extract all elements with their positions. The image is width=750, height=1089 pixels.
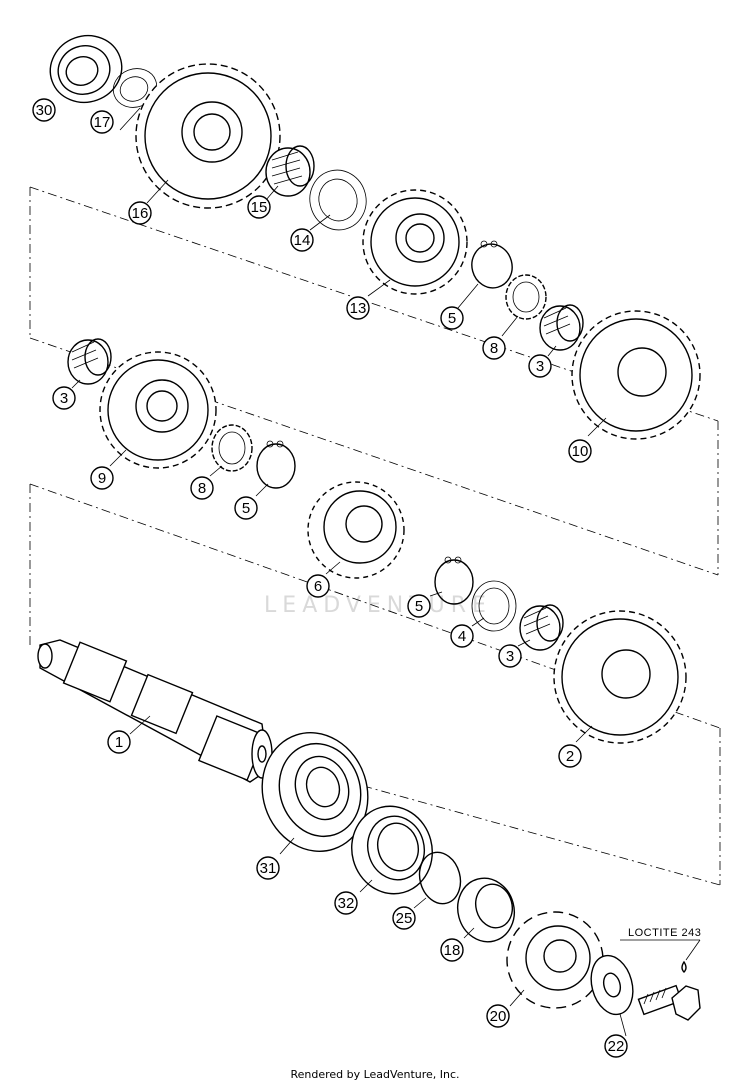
part-washer-17 (112, 68, 158, 108)
callout-13: 13 (346, 296, 370, 320)
part-spacer-18 (457, 877, 515, 943)
svg-text:6: 6 (314, 578, 322, 595)
callout-32: 32 (334, 891, 358, 915)
callout-20: 20 (486, 1004, 510, 1028)
svg-text:25: 25 (396, 910, 413, 927)
svg-text:17: 17 (94, 114, 111, 131)
part-circlip-5c (434, 556, 474, 605)
part-needle-bearing-3a (539, 304, 584, 351)
svg-text:10: 10 (572, 443, 589, 460)
callout-5b: 5 (234, 496, 258, 520)
svg-text:5: 5 (415, 598, 423, 615)
svg-text:32: 32 (338, 895, 355, 912)
part-gear-2 (553, 610, 687, 744)
part-needle-bearing-3b (67, 338, 112, 385)
callout-10: 10 (568, 439, 592, 463)
part-bearing-31 (261, 732, 369, 852)
watermark-text: LEADVENTURE (264, 593, 492, 618)
svg-text:1: 1 (115, 734, 123, 751)
svg-text:13: 13 (350, 300, 367, 317)
callout-3c: 3 (498, 644, 522, 668)
svg-text:8: 8 (198, 480, 206, 497)
svg-text:3: 3 (536, 358, 544, 375)
callout-3b: 3 (52, 386, 76, 410)
part-needle-bearing-3c (519, 604, 564, 651)
callout-30: 30 (32, 98, 56, 122)
callout-8b: 8 (190, 476, 214, 500)
callout-15: 15 (247, 195, 271, 219)
callout-1: 1 (107, 730, 131, 754)
callout-5a: 5 (440, 306, 464, 330)
part-gear-6 (307, 481, 405, 579)
callouts: 30 17 16 15 14 13 5 8 3 10 3 9 8 5 6 5 4… (32, 98, 628, 1058)
callout-25: 25 (392, 906, 416, 930)
part-bolt (637, 984, 701, 1021)
svg-text:15: 15 (251, 199, 268, 216)
svg-text:9: 9 (98, 470, 106, 487)
part-washer-8a (505, 274, 547, 320)
loctite-note: LOCTITE 243 (620, 927, 701, 973)
svg-text:20: 20 (490, 1008, 507, 1025)
part-circlip-5a (471, 240, 513, 289)
callout-17: 17 (90, 110, 114, 134)
leader-lines (71, 107, 627, 1037)
svg-text:22: 22 (608, 1038, 625, 1055)
part-circlip-5b (256, 440, 296, 489)
svg-text:4: 4 (458, 628, 466, 645)
part-shaft-1 (37, 639, 273, 783)
svg-text:14: 14 (294, 232, 311, 249)
part-washer-8b (211, 424, 253, 472)
callout-6: 6 (306, 574, 330, 598)
part-sprocket-20 (506, 911, 604, 1009)
svg-text:2: 2 (566, 748, 574, 765)
callout-18: 18 (440, 938, 464, 962)
svg-text:8: 8 (490, 340, 498, 357)
part-oring-25 (418, 851, 462, 905)
drop-icon (681, 960, 687, 973)
svg-text:5: 5 (242, 500, 250, 517)
svg-text:30: 30 (36, 102, 53, 119)
part-gear-10 (571, 310, 701, 440)
part-washer-14 (309, 169, 367, 231)
callout-2: 2 (558, 744, 582, 768)
part-gear-13 (362, 189, 468, 295)
callout-3a: 3 (528, 354, 552, 378)
callout-4: 4 (450, 624, 474, 648)
part-bearing-30 (49, 34, 123, 104)
part-needle-bearing-15 (265, 145, 315, 197)
callout-9: 9 (90, 466, 114, 490)
svg-text:5: 5 (448, 310, 456, 327)
svg-text:16: 16 (132, 205, 149, 222)
part-gear-9 (99, 351, 217, 469)
callout-31: 31 (256, 856, 280, 880)
footer-credit: Rendered by LeadVenture, Inc. (290, 1068, 460, 1081)
part-washer-22 (590, 954, 634, 1016)
svg-text:3: 3 (60, 390, 68, 407)
callout-8a: 8 (482, 336, 506, 360)
loctite-label: LOCTITE 243 (628, 927, 701, 939)
part-washer-4 (471, 580, 517, 632)
svg-text:3: 3 (506, 648, 514, 665)
svg-text:31: 31 (260, 860, 277, 877)
part-seal-32 (351, 805, 433, 895)
callout-22: 22 (604, 1034, 628, 1058)
part-gear-16 (135, 63, 281, 209)
callout-14: 14 (290, 228, 314, 252)
callout-16: 16 (128, 201, 152, 225)
svg-text:18: 18 (444, 942, 461, 959)
callout-5c: 5 (407, 594, 431, 618)
